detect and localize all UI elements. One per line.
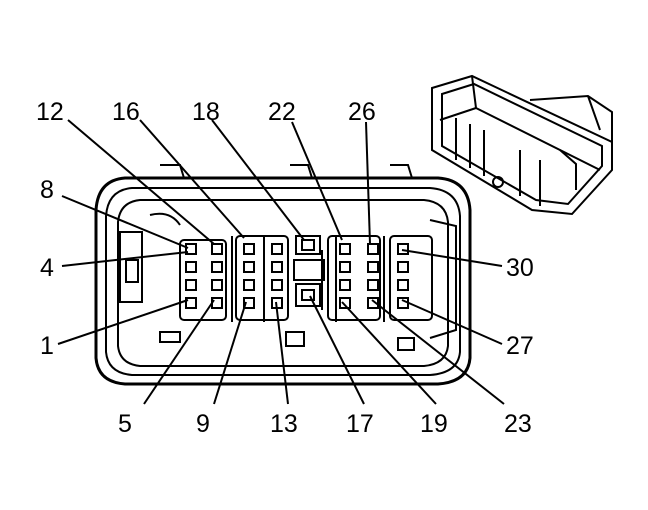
pin-label-17: 17: [346, 410, 374, 438]
pin-label-13: 13: [270, 410, 298, 438]
pin-terminal: [367, 243, 379, 255]
pin-label-18: 18: [192, 98, 220, 126]
pin-label-26: 26: [348, 98, 376, 126]
pin-terminal: [397, 243, 409, 255]
pin-terminal: [211, 243, 223, 255]
pin-terminal: [243, 279, 255, 291]
pin-label-12: 12: [36, 98, 64, 126]
leader-line-12: [67, 119, 215, 245]
pin-terminal: [211, 261, 223, 273]
pin-terminal: [397, 279, 409, 291]
pin-terminal: [185, 261, 197, 273]
pin-number-labels: 12 16 18 22 26 8 4 30 1 27 5 9 13 17 19 …: [36, 98, 534, 438]
pin-terminal: [185, 297, 197, 309]
leader-lines: [57, 119, 505, 405]
pin-terminal: [243, 297, 255, 309]
leader-line-13: [275, 301, 289, 405]
leader-line-16: [139, 119, 245, 239]
pin-terminal: [301, 289, 315, 301]
leader-line-18: [211, 119, 305, 241]
pin-label-19: 19: [420, 410, 448, 438]
pin-terminal: [271, 243, 283, 255]
leader-line-17: [309, 295, 365, 405]
pin-terminal: [211, 279, 223, 291]
leader-line-4: [61, 251, 189, 267]
leader-line-19: [341, 301, 437, 405]
pin-terminal: [367, 279, 379, 291]
leader-line-22: [291, 121, 343, 241]
pin-terminal: [367, 261, 379, 273]
pin-label-22: 22: [268, 98, 296, 126]
pin-terminal: [243, 261, 255, 273]
pin-label-8: 8: [40, 176, 54, 204]
pin-terminal: [339, 243, 351, 255]
pin-label-4: 4: [40, 254, 54, 282]
pin-terminal: [301, 239, 315, 251]
pin-label-23: 23: [504, 410, 532, 438]
leader-line-26: [365, 121, 371, 245]
pin-terminal: [397, 261, 409, 273]
pin-terminal: [185, 243, 197, 255]
leader-line-8: [61, 195, 189, 249]
leader-line-27: [401, 299, 503, 345]
pin-label-30: 30: [506, 254, 534, 282]
connector-housing: [94, 164, 472, 386]
pin-terminal: [243, 243, 255, 255]
leader-line-30: [401, 249, 503, 267]
pin-label-27: 27: [506, 332, 534, 360]
connector-iso-view: [431, 74, 613, 216]
terminal-pins: [185, 239, 409, 309]
leader-line-5: [143, 299, 215, 405]
pin-label-5: 5: [118, 410, 132, 438]
pin-terminal: [339, 297, 351, 309]
leader-line-1: [57, 299, 189, 345]
pin-terminal: [211, 297, 223, 309]
latch-left: [119, 231, 143, 303]
pin-terminal: [339, 261, 351, 273]
leader-line-9: [213, 301, 247, 405]
pin-label-16: 16: [112, 98, 140, 126]
pin-label-9: 9: [196, 410, 210, 438]
pin-terminal: [339, 279, 351, 291]
pin-terminal: [271, 279, 283, 291]
pin-label-1: 1: [40, 332, 54, 360]
pin-terminal: [367, 297, 379, 309]
pin-terminal: [271, 261, 283, 273]
terminal-cavities: [179, 235, 433, 322]
leader-line-23: [371, 299, 505, 405]
pin-terminal: [185, 279, 197, 291]
